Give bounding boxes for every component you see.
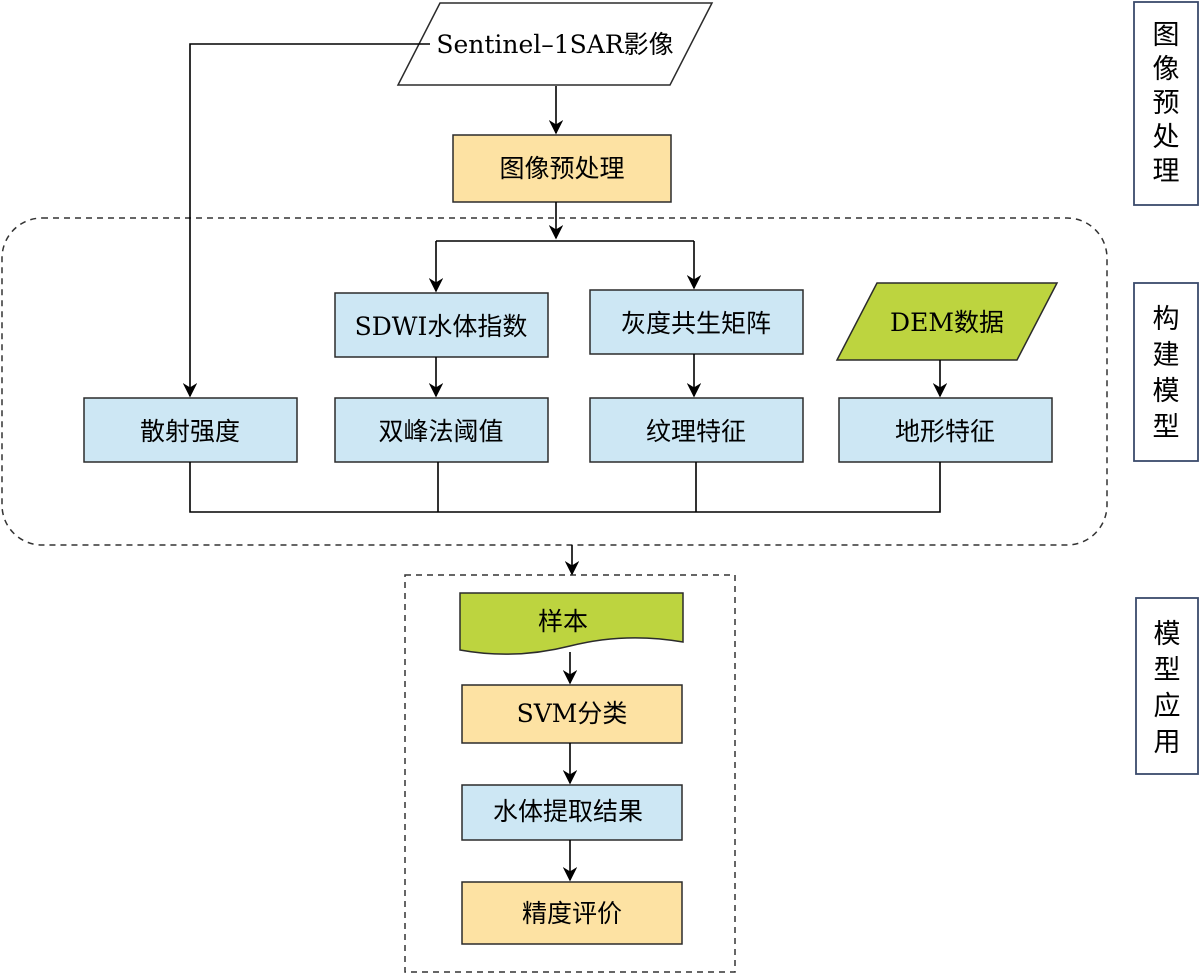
terrain-box [838,397,1053,463]
edge-input-to-scatter [182,43,430,398]
preprocess-box [452,134,672,203]
glcm-node: 灰度共生矩阵 [589,289,804,355]
threshold-node: 双峰法阈值 [334,397,549,463]
stage-preprocess-char: 处 [1153,122,1180,153]
sample-shape [459,592,684,655]
terrain-node: 地形特征 [838,397,1053,463]
stage-model-apply-char: 应 [1154,691,1181,722]
stage-preprocess-char: 理 [1153,156,1180,187]
preprocess-label: 图像预处理 [499,154,624,183]
texture-label: 纹理特征 [646,417,746,446]
result-box [461,784,683,841]
stage-build-model-char: 建 [1153,340,1180,371]
scatter-box [83,397,298,463]
dem-shape [835,282,1059,361]
svm-node: SVM分类 [461,684,683,744]
accuracy-label: 精度评价 [522,899,622,928]
accuracy-box [461,881,683,945]
sdwi-node: SDWI水体指数 [334,292,549,358]
sdwi-box [334,292,549,358]
accuracy-node: 精度评价 [461,881,683,945]
input-shape [396,2,714,86]
stage-build-model-char: 型 [1153,412,1180,443]
build-model-group [1,217,1108,546]
threshold-label: 双峰法阈值 [378,417,503,446]
texture-node: 纹理特征 [589,397,804,463]
sdwi-label: SDWI水体指数 [355,312,528,341]
input-label: Sentinel–1SAR影像 [436,30,673,59]
input-node: Sentinel–1SAR影像 [396,2,714,86]
sample-label: 样本 [538,607,588,636]
stage-build-model-char: 模 [1153,376,1180,407]
dem-node: DEM数据 [835,282,1059,361]
preprocess-node: 图像预处理 [452,134,672,203]
scatter-label: 散射强度 [140,417,240,446]
stage-model-apply-frame [1135,597,1199,775]
result-node: 水体提取结果 [461,784,683,841]
dem-label: DEM数据 [890,308,1004,337]
edge-merge [189,462,941,513]
stage-build-model: 构 建 模 型 [1133,282,1199,462]
stage-preprocess-char: 图 [1153,20,1180,51]
result-label: 水体提取结果 [493,797,643,826]
terrain-label: 地形特征 [895,417,995,446]
stage-model-apply-char: 用 [1154,727,1181,758]
stage-model-apply: 模 型 应 用 [1135,597,1199,775]
glcm-label: 灰度共生矩阵 [621,309,771,338]
stage-preprocess-frame [1133,1,1199,206]
svm-label: SVM分类 [517,699,628,728]
stage-build-model-frame [1133,282,1199,462]
stage-model-apply-char: 型 [1154,655,1181,686]
stage-model-apply-char: 模 [1154,619,1181,650]
stage-preprocess: 图 像 预 处 理 [1133,1,1199,206]
stage-preprocess-char: 预 [1153,88,1180,119]
scatter-node: 散射强度 [83,397,298,463]
stage-build-model-char: 构 [1153,304,1180,335]
glcm-box [589,289,804,355]
svm-box [461,684,683,744]
sample-node: 样本 [459,592,684,655]
threshold-box [334,397,549,463]
texture-box [589,397,804,463]
stage-preprocess-char: 像 [1153,54,1180,85]
